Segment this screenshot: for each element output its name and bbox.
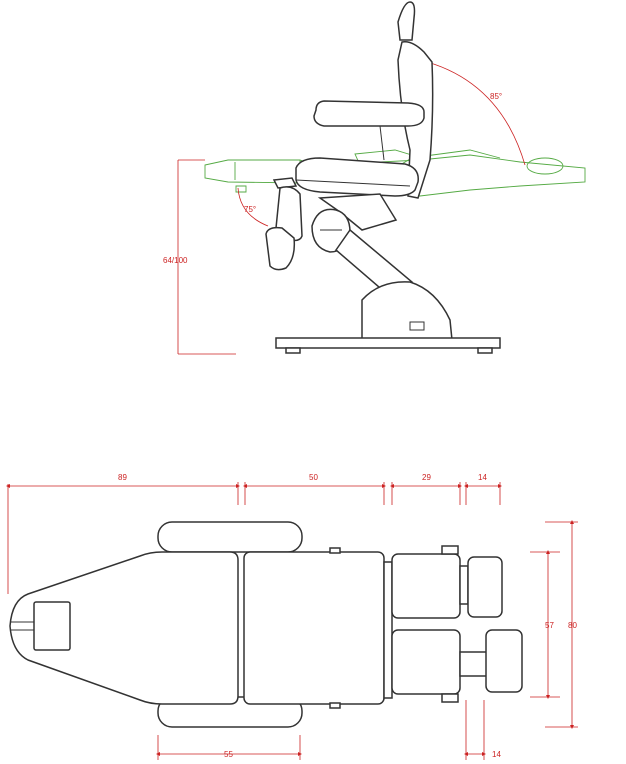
right-dimensions: 57 80 [530, 520, 578, 729]
top-dimensions: 89 50 29 14 [6, 473, 502, 594]
chair-side-outline [265, 1, 501, 354]
width-14-label: 14 [478, 473, 487, 482]
armrest-55-label: 55 [224, 750, 233, 759]
backrest-angle-label: 85° [490, 92, 502, 101]
height-label: 64/100 [163, 256, 188, 265]
width-29-label: 29 [422, 473, 431, 482]
chair-top-outline [9, 521, 523, 728]
height-dimension: 64/100 [163, 159, 236, 355]
height-80-label: 80 [568, 621, 577, 630]
bottom-dimensions: 55 14 [156, 700, 501, 760]
top-view: 89 50 29 14 57 80 [6, 473, 578, 760]
width-89-label: 89 [118, 473, 127, 482]
leg-angle-label: 75° [244, 205, 256, 214]
leg-angle-arc [237, 187, 269, 227]
side-view: 85° 75° 64/100 [163, 1, 586, 355]
width-50-label: 50 [309, 473, 318, 482]
backrest-angle-arc [419, 59, 526, 166]
bottom-14-label: 14 [492, 750, 501, 759]
height-57-label: 57 [545, 621, 554, 630]
